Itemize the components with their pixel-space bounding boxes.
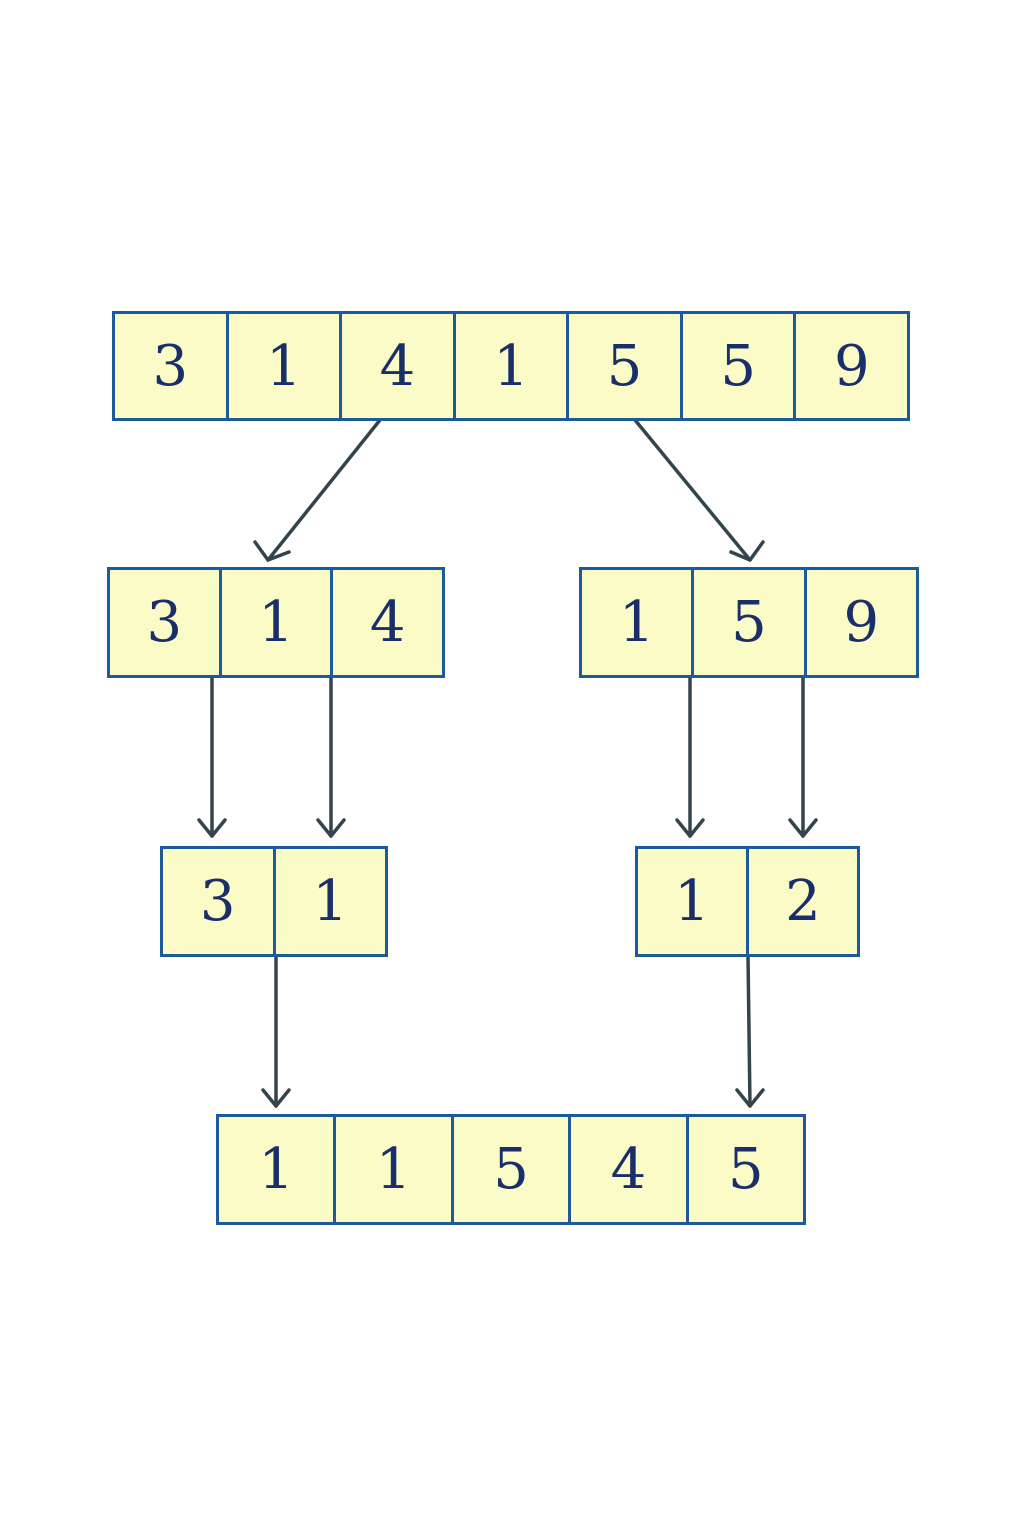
array-cell: 1 [582, 570, 695, 675]
array-cell: 1 [336, 1117, 454, 1222]
array-cell: 5 [694, 570, 807, 675]
array-cell: 1 [222, 570, 334, 675]
arrow-mid-left-to-low-left-1 [197, 676, 227, 838]
array-cell: 9 [833, 333, 870, 399]
array-cell: 4 [369, 590, 406, 655]
array-cell: 3 [110, 570, 222, 675]
array-cell: 4 [342, 314, 456, 418]
array-cell: 9 [843, 590, 880, 655]
array-cell: 5 [683, 314, 797, 418]
array-low-left: 3 1 [160, 846, 388, 957]
array-cell: 3 [115, 314, 229, 418]
arrow-low-right-to-bottom [735, 954, 765, 1108]
array-cell: 5 [454, 1117, 572, 1222]
array-cell: 4 [571, 1117, 689, 1222]
arrow-low-left-to-bottom [261, 954, 291, 1108]
arrow-top-to-mid-right [633, 418, 765, 562]
array-top: 3 1 4 1 5 5 9 [112, 311, 910, 421]
array-cell: 2 [785, 869, 821, 934]
array-bottom: 1 1 5 4 5 [216, 1114, 806, 1225]
array-cell: 1 [219, 1117, 337, 1222]
array-cell: 1 [456, 314, 570, 418]
array-cell: 3 [163, 849, 276, 954]
array-cell: 5 [569, 314, 683, 418]
array-low-right: 1 2 [635, 846, 860, 957]
array-mid-left: 3 1 4 [107, 567, 445, 678]
arrow-mid-left-to-low-left-2 [316, 676, 346, 838]
array-cell: 1 [229, 314, 343, 418]
array-cell: 1 [312, 869, 349, 934]
array-cell: 5 [728, 1137, 764, 1202]
arrow-mid-right-to-low-right-1 [675, 676, 705, 838]
array-mid-right: 1 5 9 [579, 567, 919, 678]
arrow-mid-right-to-low-right-2 [788, 676, 818, 838]
array-cell: 1 [638, 849, 749, 954]
arrow-top-to-mid-left [253, 418, 382, 562]
